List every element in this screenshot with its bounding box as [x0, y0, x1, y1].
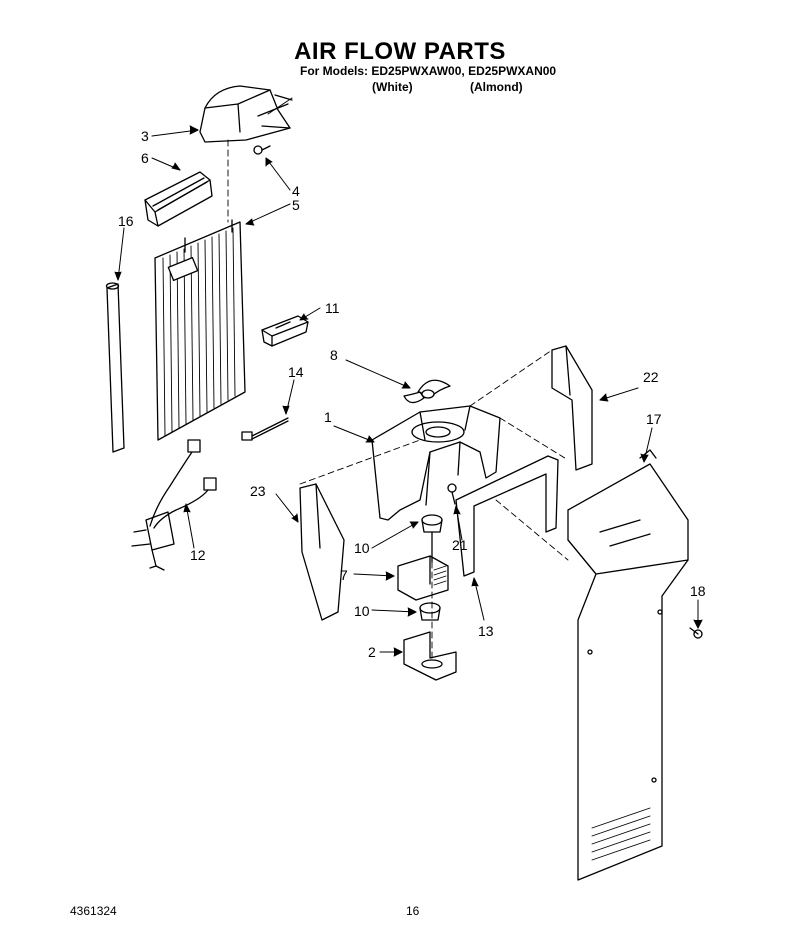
callout-10-lower: 10 [354, 603, 370, 619]
part-16-tube [105, 282, 125, 453]
callout-6: 6 [141, 150, 149, 166]
callout-12: 12 [190, 547, 206, 563]
part-number: 4361324 [70, 904, 117, 918]
part-5-evaporator-cover [154, 219, 246, 441]
part-1-fan-housing [371, 405, 501, 521]
variant-almond: (Almond) [470, 80, 523, 94]
part-10-grommet-lower [419, 602, 441, 621]
part-21-screw [447, 483, 457, 505]
part-7-fan-motor [397, 555, 449, 601]
callout-21: 21 [452, 537, 468, 553]
part-2-bracket [403, 631, 457, 681]
assembly-lines [227, 139, 569, 661]
page-title: AIR FLOW PARTS [294, 38, 506, 65]
part-11-clip [261, 315, 309, 347]
callout-labels: 3 6 4 5 16 11 8 14 1 23 12 22 17 10 21 7… [118, 128, 706, 660]
callout-4: 4 [292, 183, 300, 199]
model-almond: ED25PWXAN00 [468, 64, 557, 78]
part-3-duct-cover [199, 85, 293, 143]
part-8-fan-blade [403, 379, 451, 404]
part-17-air-duct [567, 449, 689, 881]
callout-18: 18 [690, 583, 706, 599]
part-18-screw [689, 627, 703, 639]
callout-17: 17 [646, 411, 662, 427]
callout-5: 5 [292, 197, 300, 213]
part-23-baffle [299, 483, 345, 621]
callout-3: 3 [141, 128, 149, 144]
model-line: For Models: ED25PWXAW00, ED25PWXAN00 [300, 64, 556, 78]
callout-1: 1 [324, 409, 332, 425]
part-14-thermistor [241, 417, 289, 441]
callout-16: 16 [118, 213, 134, 229]
page-number: 16 [406, 904, 420, 918]
part-13-gasket [455, 455, 559, 577]
part-4-screw [253, 145, 271, 155]
part-12-wire-harness [131, 439, 217, 571]
part-22-baffle [551, 345, 593, 471]
callout-2: 2 [368, 644, 376, 660]
callout-23: 23 [250, 483, 266, 499]
callout-11: 11 [325, 300, 340, 316]
callout-22: 22 [643, 369, 659, 385]
model-white: ED25PWXAW00, [371, 64, 465, 78]
callout-10-upper: 10 [354, 540, 370, 556]
models-prefix: For Models: [300, 64, 368, 78]
callout-14: 14 [288, 364, 304, 380]
callout-13: 13 [478, 623, 494, 639]
callout-8: 8 [330, 347, 338, 363]
callout-7: 7 [340, 567, 348, 583]
variant-white: (White) [372, 80, 413, 94]
leader-lines [114, 97, 703, 657]
part-6-grille [144, 171, 213, 227]
